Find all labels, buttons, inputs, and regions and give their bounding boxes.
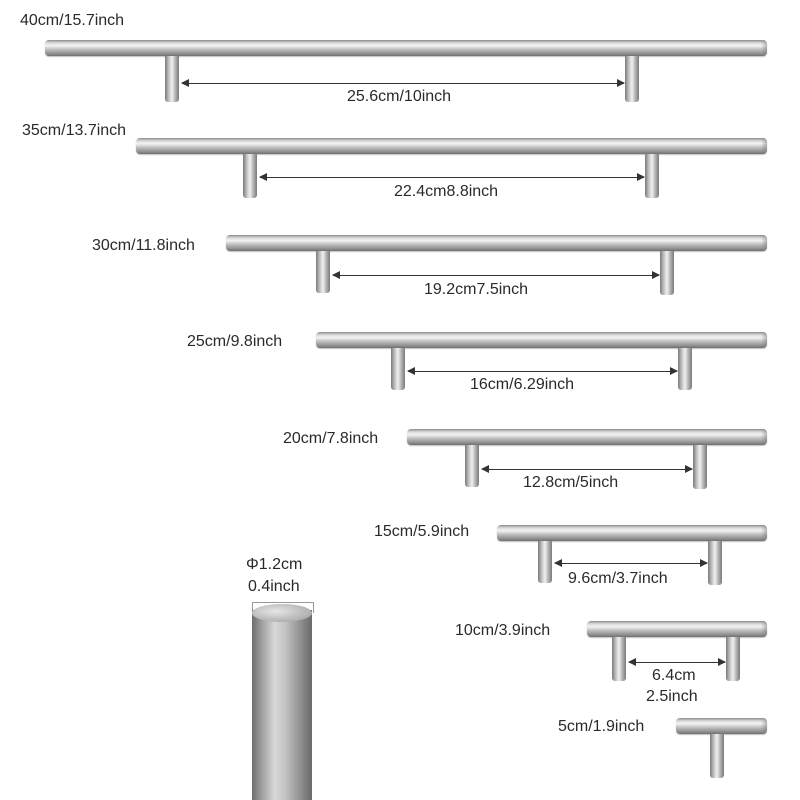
handle-leg-left [243, 154, 257, 198]
handle-leg-right [678, 348, 692, 390]
handle-bar [136, 138, 767, 154]
handle-length-label: 5cm/1.9inch [558, 718, 645, 735]
handle-length-label: 20cm/7.8inch [283, 430, 379, 447]
handle-leg-right [645, 154, 659, 198]
spacing-label: 19.2cm7.5inch [424, 281, 529, 298]
spacing-label: 16cm/6.29inch [470, 376, 575, 393]
handle-leg-right [708, 541, 722, 585]
handle-bar [497, 525, 767, 541]
diameter-bracket [252, 602, 314, 613]
spacing-arrow [259, 173, 645, 181]
rod-closeup [252, 610, 312, 800]
handle-leg-right [726, 637, 740, 681]
handle-length-label: 40cm/15.7inch [20, 12, 125, 29]
spacing-label: 12.8cm/5inch [523, 474, 619, 491]
handle-leg-left [612, 637, 626, 681]
diameter-label-inch: 0.4inch [248, 578, 300, 595]
handle-bar [407, 429, 767, 445]
handle-bar [45, 40, 767, 56]
handle-bar [587, 621, 767, 637]
spacing-arrow [407, 367, 678, 375]
spacing-label-cm: 6.4cm [652, 667, 696, 684]
handle-leg-right [625, 56, 639, 102]
spacing-label: 22.4cm8.8inch [394, 183, 499, 200]
handle-leg-left [391, 348, 405, 390]
handle-leg-right [693, 445, 707, 489]
rod-end-face [252, 604, 312, 622]
handle-length-label: 15cm/5.9inch [374, 523, 470, 540]
spacing-arrow [554, 559, 708, 567]
spacing-label: 25.6cm/10inch [347, 88, 452, 105]
handle-leg-left [316, 251, 330, 293]
handle-bar [226, 235, 767, 251]
spacing-arrow [181, 79, 625, 87]
spacing-arrow [628, 658, 726, 666]
spacing-arrow [332, 271, 660, 279]
handle-leg-right [660, 251, 674, 295]
handle-leg-left [165, 56, 179, 102]
handle-length-label: 35cm/13.7inch [22, 122, 127, 139]
spacing-label-inch: 2.5inch [646, 688, 698, 705]
handle-length-label: 30cm/11.8inch [92, 237, 195, 254]
handle-leg [710, 734, 724, 778]
handle-leg-left [538, 541, 552, 583]
handle-bar [676, 718, 767, 734]
handle-length-label: 10cm/3.9inch [455, 622, 551, 639]
handle-leg-left [465, 445, 479, 487]
handle-length-label: 25cm/9.8inch [187, 333, 283, 350]
handle-bar [316, 332, 767, 348]
diameter-label-cm: Φ1.2cm [246, 556, 303, 573]
spacing-arrow [481, 465, 693, 473]
spacing-label: 9.6cm/3.7inch [568, 570, 668, 587]
